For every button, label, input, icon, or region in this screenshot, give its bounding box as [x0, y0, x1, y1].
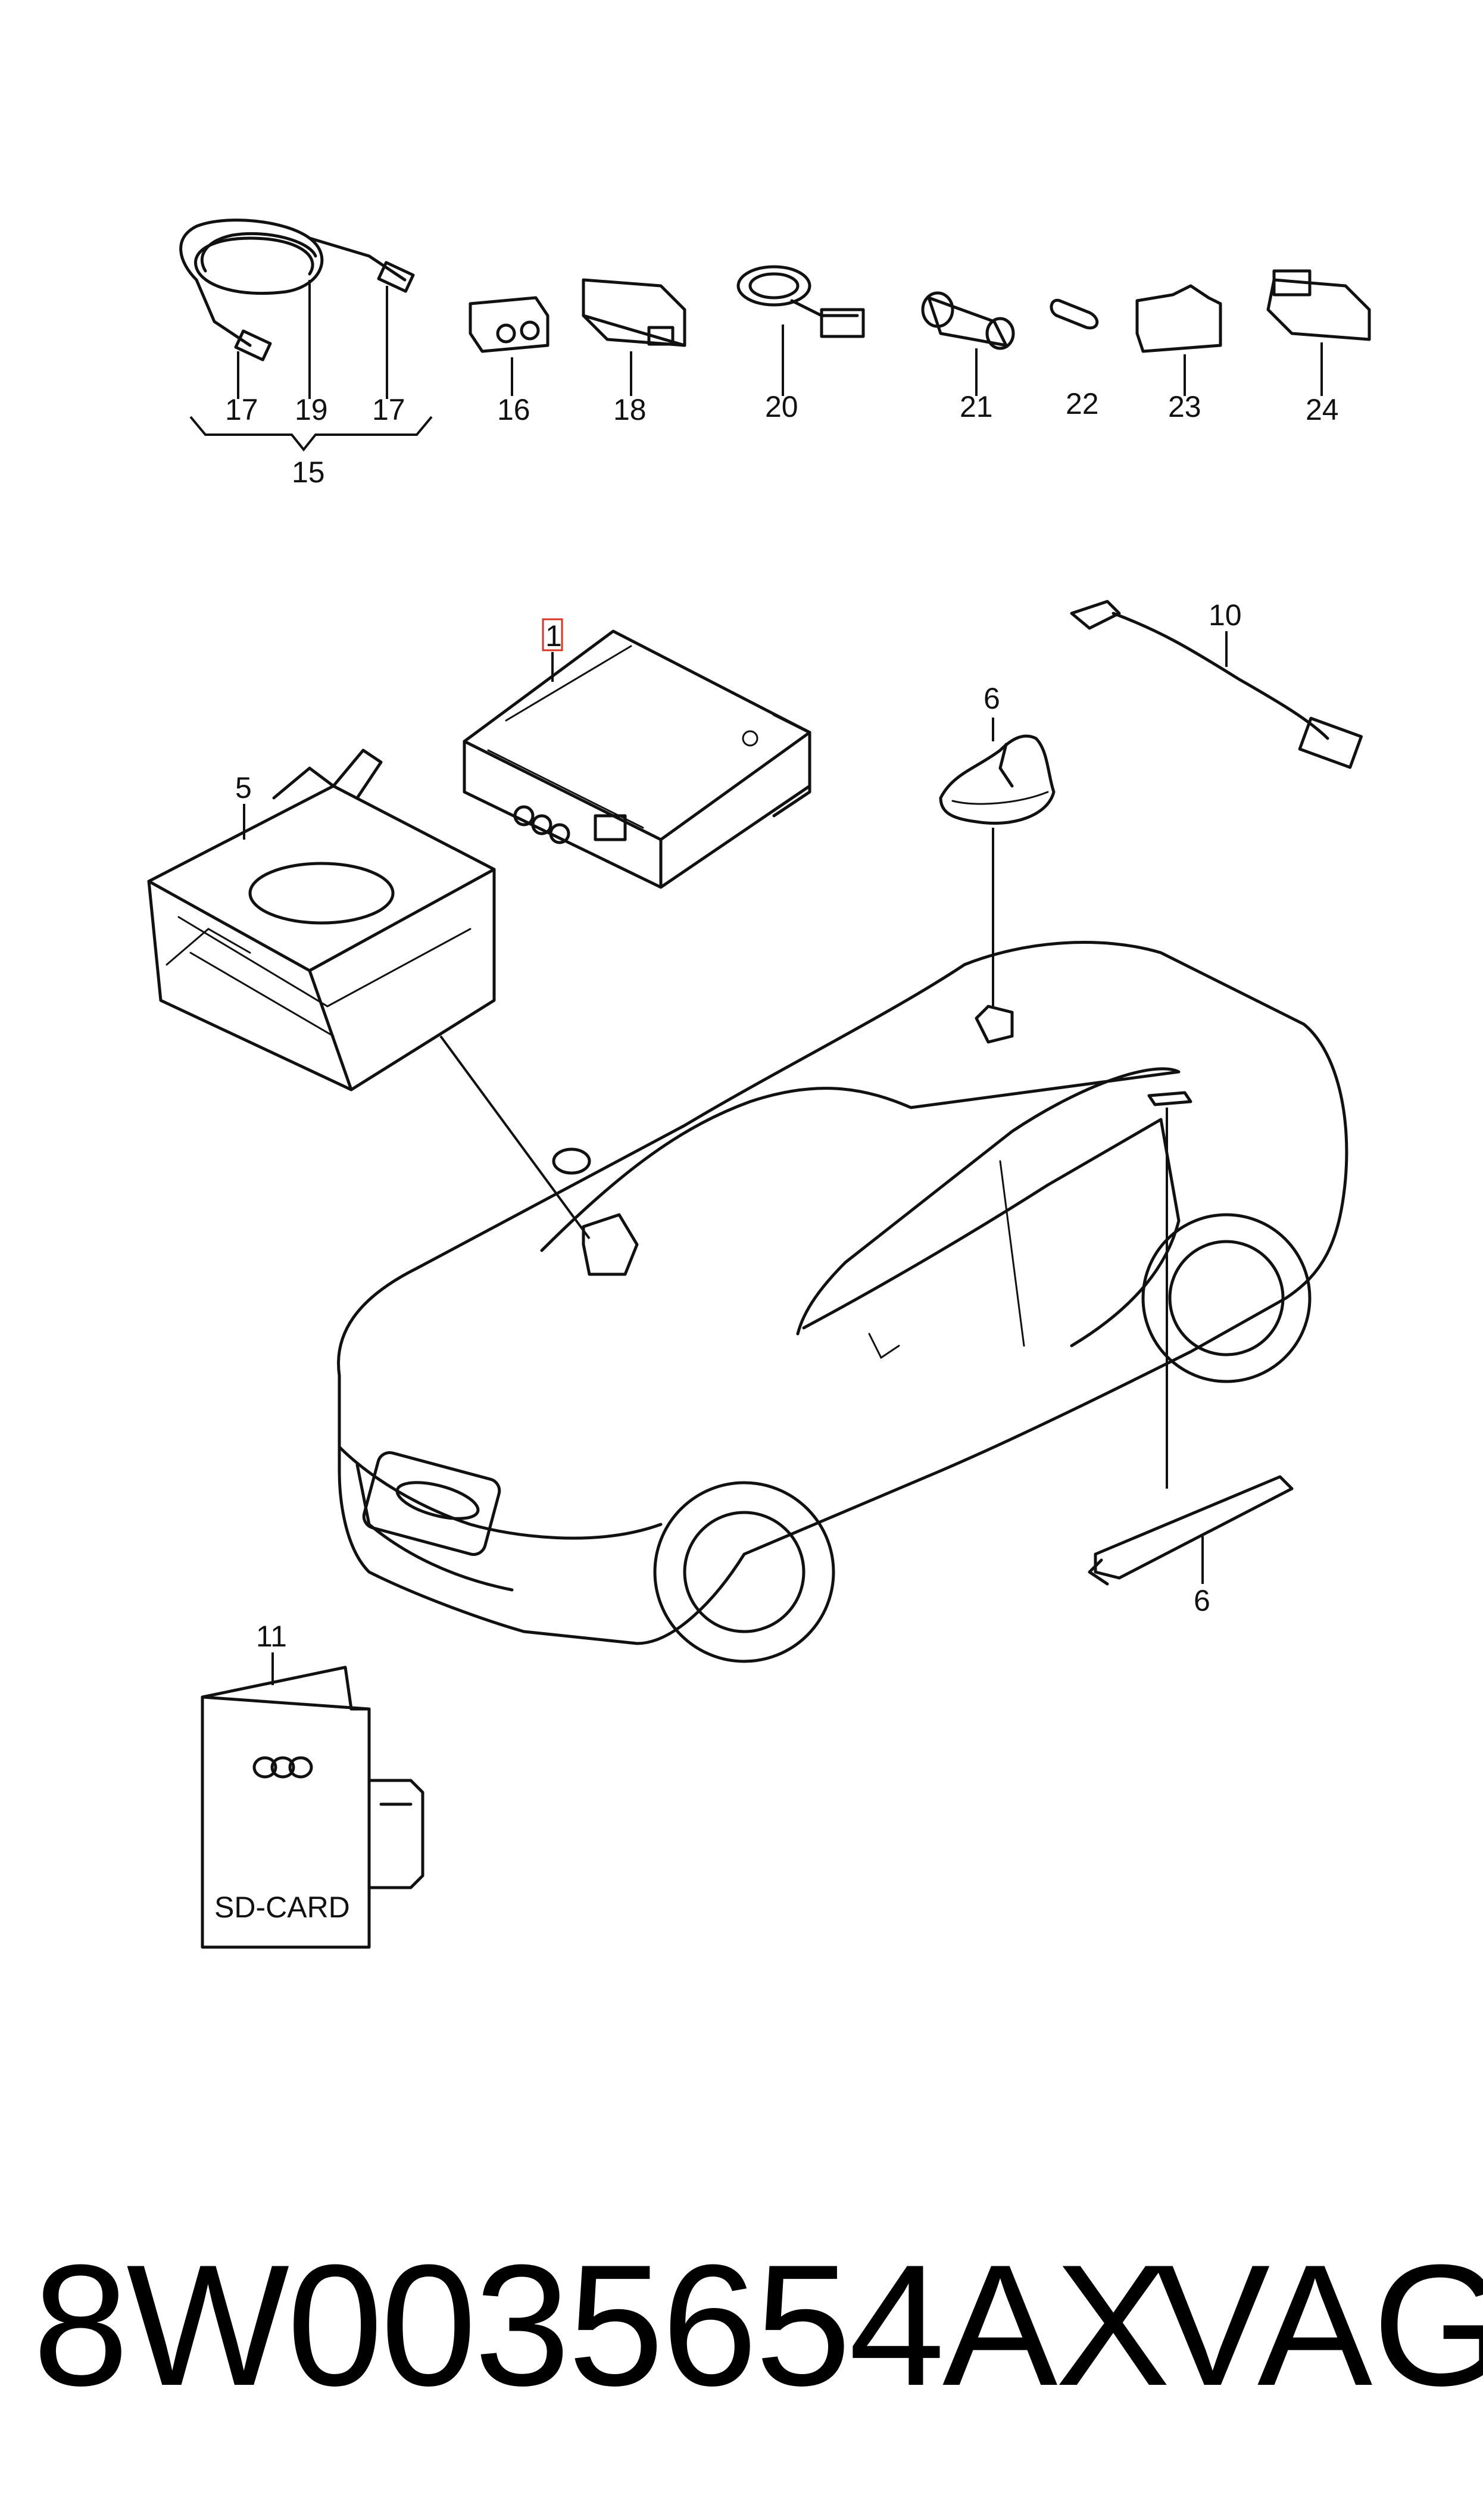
connector-18 [582, 278, 686, 347]
callout-22: 22 [1066, 387, 1099, 420]
roof-antenna-part [939, 734, 1056, 825]
cable-10 [1070, 600, 1363, 769]
label-1-highlight [542, 618, 563, 651]
sd-card-text: SD-CARD [214, 1891, 350, 1924]
callout-18: 18 [613, 393, 647, 426]
callout-20: 20 [765, 390, 798, 423]
cap-22 [1050, 298, 1098, 330]
ring-connector-20 [736, 265, 865, 338]
connector-16 [469, 296, 550, 353]
head-unit-part [463, 629, 811, 889]
callout-1: 1 [545, 619, 562, 653]
brand-name: VAG [1155, 2229, 1483, 2422]
callout-21: 21 [960, 390, 993, 423]
coiled-cable-part [179, 219, 415, 361]
callout-6-top: 6 [984, 682, 1000, 715]
rear-antenna-part [1088, 1108, 1294, 1586]
callout-5: 5 [235, 771, 252, 804]
callout-6-bottom: 6 [1194, 1584, 1210, 1617]
callout-17-left: 17 [225, 393, 258, 426]
part-number: 8W0035654AX [33, 2229, 1170, 2422]
callout-11: 11 [256, 1620, 287, 1653]
car-outline [337, 941, 1348, 1663]
connector-24 [1266, 269, 1371, 341]
callout-23: 23 [1168, 390, 1201, 423]
callout-15: 15 [292, 456, 325, 489]
callout-10: 10 [1209, 598, 1242, 632]
callout-16: 16 [497, 393, 530, 426]
callout-19: 19 [295, 393, 328, 426]
sd-card-part: SD-CARD [201, 1666, 424, 1949]
callout-17-right: 17 [372, 393, 405, 426]
mounting-frame-part [147, 748, 496, 1091]
callout-24: 24 [1306, 393, 1339, 426]
block-23 [1135, 284, 1222, 353]
sleeve-21 [921, 291, 1015, 350]
